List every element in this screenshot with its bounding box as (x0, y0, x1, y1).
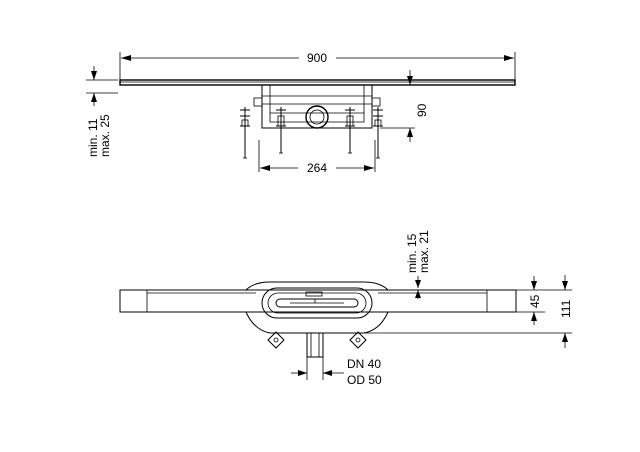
outlet-dn-label: DN 40 (347, 357, 381, 371)
total-height-label: 111 (559, 299, 573, 318)
leveling-foot-1 (240, 107, 250, 159)
width-dimension: 900 (119, 51, 516, 80)
plan-view: DN 40 OD 50 min. 15 max. 21 45 (119, 230, 573, 387)
drain-grate-plate (119, 79, 516, 86)
front-view: 900 min. 11 max. 25 (86, 51, 516, 175)
channel-height-dimension: 45 (358, 276, 572, 334)
drain-channel (119, 289, 517, 313)
sump-foot-right (349, 331, 367, 349)
adjust-min-label: min. 11 (86, 118, 100, 157)
height-dimension: 90 (372, 70, 429, 142)
outlet-od-label: OD 50 (347, 373, 382, 387)
channel-height-label: 45 (528, 294, 542, 308)
outlet-pipe (305, 105, 329, 129)
depth-label: 264 (307, 161, 327, 175)
outlet-dimension: DN 40 OD 50 (291, 357, 382, 387)
sump-foot-left (267, 331, 285, 349)
cover-max-label: max. 21 (417, 230, 431, 273)
drain-body (253, 85, 381, 129)
width-label: 900 (307, 51, 327, 65)
depth-dimension: 264 (258, 140, 376, 175)
cover-range-dimension: min. 15 max. 21 (405, 230, 431, 299)
cover-min-label: min. 15 (405, 233, 419, 273)
leveling-foot-2 (276, 107, 286, 154)
outlet-pipe-side (306, 332, 324, 358)
height-label: 90 (415, 103, 429, 117)
total-height-dimension: 111 (559, 275, 573, 348)
leveling-foot-4 (373, 107, 383, 159)
adjust-range-dimension: min. 11 max. 25 (86, 66, 118, 157)
adjust-max-label: max. 25 (98, 114, 112, 157)
leveling-foot-3 (345, 107, 355, 154)
